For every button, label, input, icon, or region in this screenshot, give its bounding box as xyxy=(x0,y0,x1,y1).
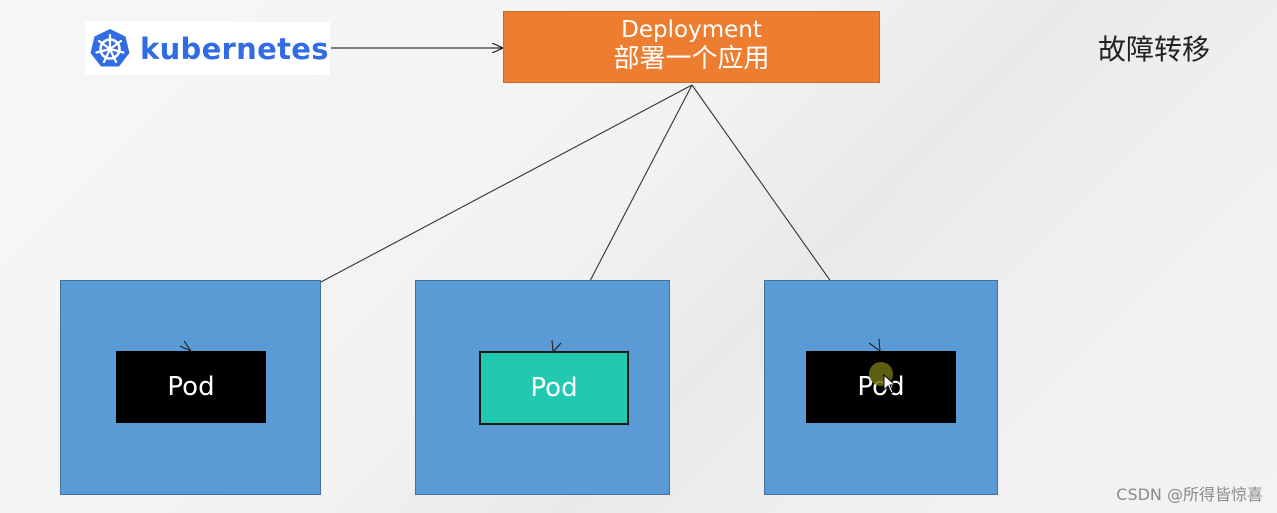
watermark: CSDN @所得皆惊喜 xyxy=(1116,485,1263,504)
deployment-subtitle: 部署一个应用 xyxy=(613,44,770,74)
slide-title: 故障转移 xyxy=(1098,33,1211,66)
pod-label: Pod xyxy=(167,372,215,402)
mouse-pointer-icon xyxy=(883,374,897,394)
kubernetes-logo: kubernetes xyxy=(85,22,330,75)
kubernetes-helm-icon xyxy=(90,28,130,66)
deployment-title: Deployment xyxy=(621,17,762,43)
pod-box-1: Pod xyxy=(116,351,266,423)
pod-box-2: Pod xyxy=(479,351,629,425)
kubernetes-wordmark: kubernetes xyxy=(140,31,329,66)
pod-label: Pod xyxy=(530,373,578,403)
deployment-box: Deployment 部署一个应用 xyxy=(503,11,880,83)
